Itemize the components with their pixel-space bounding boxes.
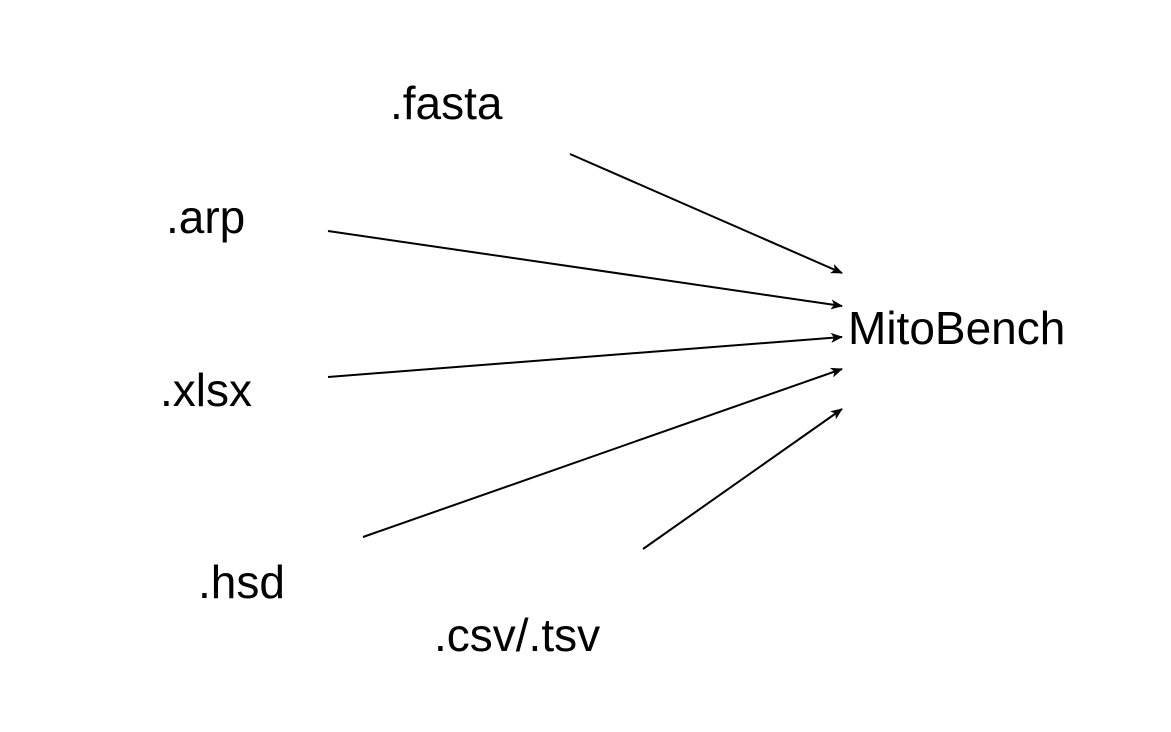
arrow-hsd-to-mitobench: [362, 367, 843, 538]
input-label-csv-tsv: .csv/.tsv: [434, 609, 601, 661]
arrow-csv-tsv-to-mitobench: [642, 408, 843, 550]
arrow-fasta-to-mitobench: [569, 153, 843, 274]
input-label-hsd: .hsd: [198, 556, 285, 608]
target-label-mitobench: MitoBench: [848, 302, 1066, 354]
input-label-xlsx: .xlsx: [160, 364, 252, 416]
input-label-fasta: .fasta: [390, 77, 503, 129]
arrow-arp-to-mitobench: [327, 230, 843, 310]
input-label-arp: .arp: [166, 191, 246, 243]
arrow-xlsx-to-mitobench: [327, 332, 843, 378]
